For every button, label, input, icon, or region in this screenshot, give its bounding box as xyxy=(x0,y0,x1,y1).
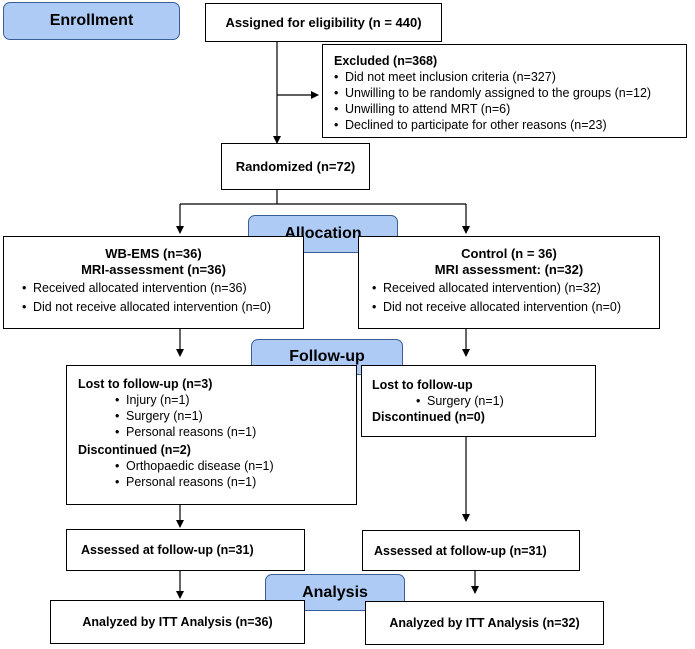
right-lost-item: Surgery (n=1) xyxy=(416,393,595,409)
right-analyzed-box: Analyzed by ITT Analysis (n=32) xyxy=(365,601,604,645)
right-analyzed-text: Analyzed by ITT Analysis (n=32) xyxy=(389,616,580,630)
left-lost-item: Injury (n=1) xyxy=(115,392,356,408)
randomized-text: Randomized (n=72) xyxy=(235,159,356,174)
left-discontinued-title: Discontinued (n=2) xyxy=(78,443,191,457)
left-assessed-text: Assessed at follow-up (n=31) xyxy=(81,543,254,557)
excluded-item: Did not meet inclusion criteria (n=327) xyxy=(334,69,686,85)
eligibility-text: Assigned for eligibility (n = 440) xyxy=(225,15,422,30)
left-lost-title: Lost to follow-up (n=3) xyxy=(78,377,213,391)
right-lost-title: Lost to follow-up xyxy=(372,378,473,392)
left-lost-item: Personal reasons (n=1) xyxy=(115,424,356,440)
right-allocation-subtitle: MRI assessment: (n=32) xyxy=(434,262,584,277)
left-followup-box: Lost to follow-up (n=3) Injury (n=1) Sur… xyxy=(66,365,357,505)
right-allocation-item: Received allocated intervention) (n=32) xyxy=(372,280,659,296)
left-allocation-subtitle: MRI-assessment (n=36) xyxy=(81,262,226,277)
left-analyzed-text: Analyzed by ITT Analysis (n=36) xyxy=(82,615,273,629)
left-discontinued-item: Personal reasons (n=1) xyxy=(115,474,356,490)
left-lost-item: Surgery (n=1) xyxy=(115,408,356,424)
right-followup-box: Lost to follow-up Surgery (n=1) Disconti… xyxy=(361,365,596,437)
excluded-box: Excluded (n=368) Did not meet inclusion … xyxy=(322,44,687,138)
eligibility-box: Assigned for eligibility (n = 440) xyxy=(205,3,442,42)
stage-enrollment: Enrollment xyxy=(3,2,180,40)
left-assessed-box: Assessed at follow-up (n=31) xyxy=(66,529,305,571)
excluded-title: Excluded (n=368) xyxy=(334,54,438,68)
excluded-item: Declined to participate for other reason… xyxy=(334,117,686,133)
left-analyzed-box: Analyzed by ITT Analysis (n=36) xyxy=(50,600,305,644)
left-allocation-item: Did not receive allocated intervention (… xyxy=(22,299,303,315)
left-allocation-title: WB-EMS (n=36) xyxy=(105,246,202,261)
right-discontinued-title: Discontinued (n=0) xyxy=(372,410,485,424)
right-assessed-box: Assessed at follow-up (n=31) xyxy=(362,530,580,571)
randomized-box: Randomized (n=72) xyxy=(221,143,370,190)
left-allocation-box: WB-EMS (n=36) MRI-assessment (n=36) Rece… xyxy=(3,236,304,329)
right-allocation-title: Control (n = 36) xyxy=(461,246,557,261)
right-allocation-box: Control (n = 36) MRI assessment: (n=32) … xyxy=(358,236,660,329)
excluded-item: Unwilling to be randomly assigned to the… xyxy=(334,85,686,101)
right-assessed-text: Assessed at follow-up (n=31) xyxy=(374,543,547,558)
left-allocation-item: Received allocated intervention (n=36) xyxy=(22,280,303,296)
left-discontinued-item: Orthopaedic disease (n=1) xyxy=(115,458,356,474)
excluded-item: Unwilling to attend MRT (n=6) xyxy=(334,101,686,117)
right-allocation-item: Did not receive allocated intervention (… xyxy=(372,299,659,315)
